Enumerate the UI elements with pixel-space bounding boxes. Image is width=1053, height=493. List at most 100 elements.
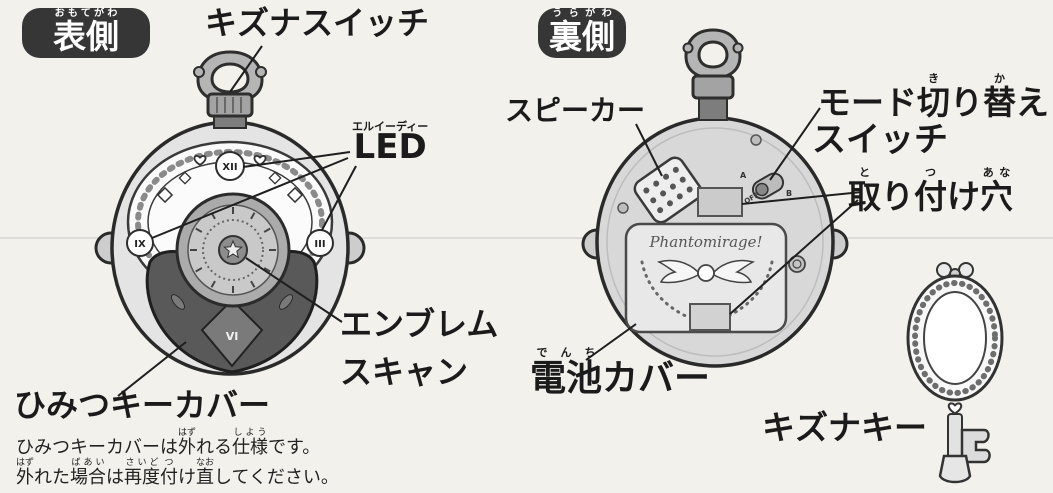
key-stem — [947, 413, 963, 459]
key-bow-left — [936, 262, 952, 278]
text-segment: け — [947, 177, 980, 216]
leader-line-secret-key-cover — [117, 341, 187, 397]
ruby-reading: つ — [160, 458, 178, 468]
speaker-label: スピーカー — [505, 94, 646, 127]
dial-pattern-ring — [202, 219, 264, 281]
ruby-base-text: 仕様 — [232, 437, 268, 458]
ruby-base-text: 替 — [983, 83, 1016, 122]
leader-lines — [117, 45, 863, 397]
ruby-reading: エルイーディー — [352, 120, 429, 133]
mode-switch-knob — [755, 182, 769, 197]
ruby-base-text: 再度 — [124, 467, 160, 488]
led-label: LEDエルイーディー — [352, 120, 428, 166]
speaker-hole — [679, 176, 686, 183]
ruby-base-text: 付 — [914, 177, 947, 216]
led-left — [126, 229, 154, 257]
ruby-base-text: 場合 — [70, 467, 106, 488]
ruby-segment: 電池でんち — [530, 347, 603, 399]
ruby-base-text: 外 — [16, 467, 34, 488]
switch-mark-b: B — [786, 189, 792, 198]
ruby-segment: 外はず — [16, 459, 34, 488]
ruby-reading: さいど — [124, 458, 160, 468]
wing-emblem-left — [656, 259, 699, 284]
ruby-segment: 取と — [848, 167, 881, 216]
ruby-reading: はず — [16, 458, 35, 468]
dial-tick — [250, 280, 256, 288]
leader-line-led-top — [242, 151, 351, 168]
switch-mark-a: A — [740, 171, 747, 180]
text-segment: り — [950, 83, 983, 122]
round-button-inner — [792, 259, 802, 269]
speaker-hole — [676, 193, 683, 200]
ruby-reading: はず — [178, 428, 197, 438]
text-segment: り — [881, 177, 914, 216]
text-segment: モード — [818, 83, 917, 122]
front-loop-knob — [193, 66, 205, 78]
ruby-reading: ばあい — [70, 458, 106, 468]
screw — [750, 134, 762, 146]
dial-numeral-left: IX — [134, 239, 146, 250]
kizuna-switch-button — [206, 92, 254, 118]
ruby-segment: 付つ — [160, 459, 178, 488]
text-segment: れた — [34, 467, 70, 488]
dial-tick — [263, 267, 271, 273]
speaker-plate — [633, 156, 703, 224]
speaker-hole — [666, 200, 673, 207]
dial-tick — [195, 267, 203, 273]
speaker-hole — [650, 197, 657, 204]
cover-dot-arc — [722, 260, 774, 320]
heart-ornament — [193, 155, 207, 166]
ruby-reading: うらがわ — [549, 8, 615, 19]
ruby-segment: 切き — [917, 73, 950, 122]
wing-emblem-right — [713, 259, 756, 284]
kizuna-switch-label: キズナスイッチ — [205, 4, 430, 42]
dial-tick — [195, 227, 203, 233]
speaker-hole — [653, 180, 660, 187]
leader-line-battery-cover — [585, 323, 637, 361]
led-right — [306, 229, 334, 257]
screw — [617, 202, 629, 214]
ruby-segment: 裏側うらがわ — [549, 9, 615, 56]
speaker-hole — [672, 166, 679, 173]
dial-ticks — [190, 207, 276, 293]
ruby-reading: と — [848, 166, 881, 179]
back-body-ring — [606, 127, 824, 357]
ruby-base-text: 裏側 — [549, 17, 615, 56]
leader-line-mounting-hole-upper — [741, 191, 863, 205]
dial-numeral-top: XII — [222, 162, 237, 173]
ruby-base-text: 直 — [196, 467, 214, 488]
back-device: A OFF B Phantomirage! — [581, 28, 849, 368]
heart-ornament — [253, 155, 267, 166]
ruby-base-text: 表側 — [53, 17, 119, 56]
ruby-reading: でんち — [530, 346, 603, 359]
cover-note-line2: 外はずれた場合ばあいは再度さいど付つけ直なおしてください。 — [16, 458, 339, 488]
leader-line-mounting-hole-lower — [729, 199, 859, 315]
text-segment: カバー — [602, 358, 711, 399]
ruby-base-text: 電池 — [530, 358, 603, 399]
ruby-segment: 仕様しよう — [232, 429, 268, 458]
front-device: VI XII — [94, 50, 366, 376]
emblem-scan-label-line1: エンブレム — [340, 305, 499, 343]
ruby-base-text: 切 — [917, 83, 950, 122]
text-segment: ひみつキーカバーは — [16, 437, 178, 458]
cover-leaf-mark — [170, 294, 186, 310]
ruby-reading: か — [983, 72, 1016, 85]
ruby-segment: 付つ — [914, 167, 947, 216]
ruby-base-text: 穴 — [980, 177, 1013, 216]
ruby-segment: 直なお — [196, 459, 214, 488]
front-side-badge: 表側おもてがわ — [22, 8, 150, 58]
dial-tick — [250, 212, 256, 220]
dial-numeral-bottom: VI — [226, 330, 239, 343]
back-side-badge: 裏側うらがわ — [538, 8, 626, 58]
back-neck — [698, 95, 728, 121]
diamond-ornament — [178, 171, 192, 185]
speaker-hole — [660, 190, 667, 197]
emblem-scan-label-line2: スキャン — [340, 353, 469, 391]
leader-line-emblem-scan — [245, 257, 343, 323]
emblem-scan-label: エンブレム スキャン — [340, 300, 498, 396]
ruby-reading: き — [917, 72, 950, 85]
ruby-segment: 穴あな — [980, 167, 1013, 216]
mode-switch — [751, 172, 785, 200]
